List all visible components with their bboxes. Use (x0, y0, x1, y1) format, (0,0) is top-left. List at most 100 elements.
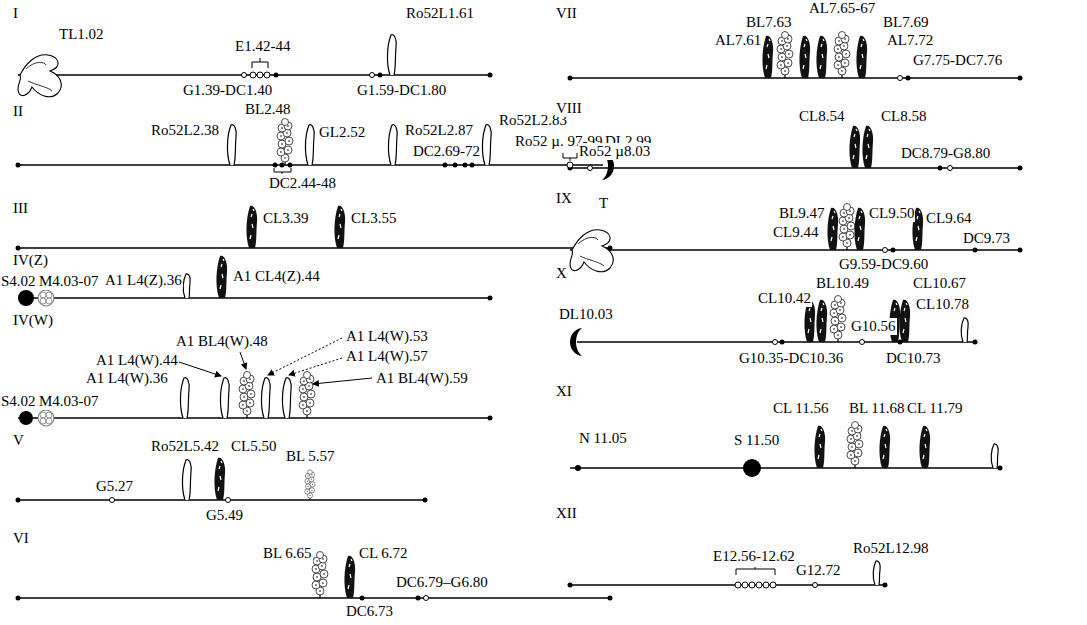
locus-label: II (12, 103, 24, 120)
locus-label: G1.39-DC1.40 (182, 82, 273, 99)
locus-label: G12.72 (795, 562, 842, 579)
map-graphic (568, 583, 573, 588)
map-graphic (570, 249, 1020, 251)
map-graphic (239, 372, 255, 419)
map-graphic (973, 340, 978, 345)
locus-label: DC10.73 (885, 350, 942, 367)
locus-label: Ro52 µ8.03 (578, 143, 651, 160)
locus-label: CL8.54 (798, 108, 845, 125)
map-graphic (360, 596, 365, 601)
map-graphic (898, 76, 903, 81)
map-graphic (736, 567, 775, 575)
map-graphic (488, 416, 493, 421)
locus-label: DC6.79–G6.80 (395, 574, 489, 591)
locus-label: BL9.47 (778, 205, 825, 222)
map-graphic (246, 206, 257, 248)
map-graphic (570, 77, 1020, 79)
map-graphic (570, 230, 613, 272)
locus-label: A1 CL4(Z).44 (232, 268, 321, 285)
map-graphic (799, 36, 810, 78)
map-graphic (240, 352, 246, 369)
locus-label: DC9.73 (962, 230, 1011, 247)
locus-label: DC6.73 (345, 603, 394, 620)
map-graphic (743, 459, 761, 477)
map-graphic (16, 163, 21, 168)
map-graphic (313, 378, 372, 384)
map-graphic (847, 422, 863, 469)
map-graphic (742, 582, 748, 588)
map-graphic (176, 361, 221, 376)
locus-label: X (555, 265, 568, 282)
map-graphic (277, 119, 293, 166)
map-graphic (18, 417, 490, 419)
map-graphic (453, 163, 458, 168)
map-graphic (280, 163, 285, 168)
locus-label: DL10.03 (558, 306, 614, 323)
map-graphic (762, 36, 773, 78)
locus-label: Ro52L5.42 (150, 438, 220, 455)
map-graphic (862, 126, 873, 168)
locus-label: CL8.58 (880, 108, 927, 125)
map-graphic (19, 411, 33, 425)
locus-label: CL10.78 (915, 296, 970, 313)
map-graphic (183, 274, 190, 298)
map-graphic (268, 338, 342, 375)
locus-label: TL1.02 (58, 26, 105, 43)
map-graphic (777, 32, 793, 79)
locus-label: G1.59-DC1.80 (356, 82, 447, 99)
locus-label: CL10.67 (912, 275, 967, 292)
locus-label: CL3.39 (262, 210, 309, 227)
map-graphic (735, 582, 741, 588)
locus-label: A1 L4(W).53 (345, 328, 429, 345)
map-graphic (570, 328, 582, 356)
locus-label: Ro52L12.98 (852, 540, 929, 557)
map-graphic (16, 246, 21, 251)
map-graphic (763, 582, 769, 588)
map-graphic (906, 76, 911, 81)
map-graphic (274, 73, 279, 78)
map-graphic (899, 300, 910, 342)
map-graphic (482, 125, 491, 165)
locus-label: G5.27 (95, 478, 134, 495)
map-graphic (305, 470, 315, 500)
map-graphic (299, 372, 315, 419)
map-graphic (1018, 248, 1023, 253)
locus-label: G10.35-DC10.36 (738, 350, 844, 367)
locus-label: S 11.50 (733, 432, 780, 449)
locus-label: S4.02 (0, 273, 37, 290)
map-graphic (814, 426, 825, 468)
map-graphic (18, 247, 610, 249)
locus-label: BL7.63 (745, 14, 792, 31)
map-graphic (570, 584, 885, 586)
locus-label: IV(W) (12, 312, 54, 329)
map-graphic (588, 166, 593, 171)
locus-label: BL2.48 (244, 101, 291, 118)
open-marker (110, 72, 953, 601)
locus-label: AL7.72 (886, 32, 934, 49)
locus-label: M4.03-07 (38, 393, 100, 410)
map-graphic (18, 597, 610, 599)
map-graphic (273, 163, 278, 168)
map-graphic (973, 248, 978, 253)
map-graphic (849, 126, 860, 168)
map-graphic (214, 458, 225, 500)
locus-label: AL7.61 (714, 32, 762, 49)
body-marker (18, 290, 761, 477)
map-graphic (182, 460, 191, 500)
locus-label: G5.49 (205, 507, 244, 524)
locus-label: BL 6.65 (262, 545, 313, 562)
map-graphic (250, 72, 256, 78)
dc-marker (273, 73, 978, 601)
map-graphic (873, 561, 880, 585)
locus-label: G9.59-DC9.60 (838, 256, 929, 273)
map-graphic (289, 358, 342, 375)
locus-label: S4.02 (0, 393, 37, 410)
locus-label: E12.56-12.62 (712, 548, 796, 565)
map-graphic (898, 340, 903, 345)
locus-label: AL7.65-67 (808, 0, 876, 17)
map-graphic (860, 340, 865, 345)
map-graphic (274, 168, 291, 174)
map-graphic (216, 256, 227, 298)
locus-label: Ro52L1.61 (405, 5, 475, 22)
